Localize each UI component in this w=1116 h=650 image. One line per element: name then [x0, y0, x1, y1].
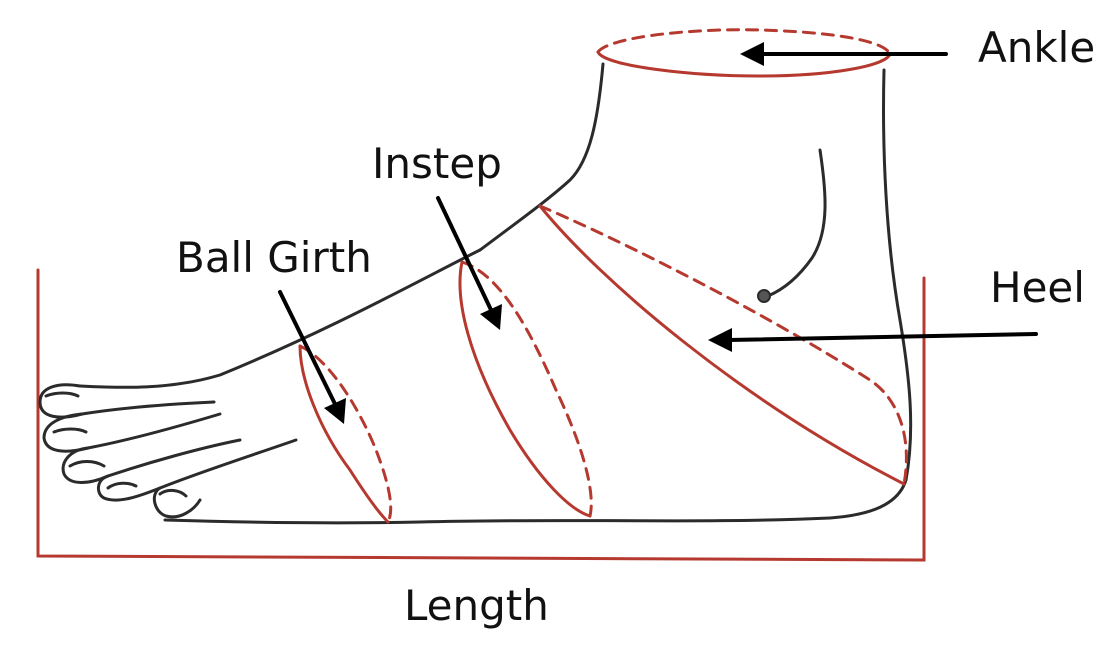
toes — [40, 385, 296, 517]
heel-arrow-head — [708, 328, 732, 352]
ankle-ellipse-back — [598, 30, 890, 54]
ankle-arrow-head — [740, 42, 764, 66]
ankle-bone-dot — [758, 290, 770, 302]
ankle-label: Ankle — [978, 23, 1095, 72]
heel-arrow-shaft — [728, 334, 1036, 340]
little-toe-nail — [160, 490, 186, 496]
second-toe-nail — [54, 429, 86, 432]
instep-measurement — [460, 262, 591, 516]
instep-arrow-shaft — [438, 198, 492, 312]
third-toe-nail — [70, 462, 104, 467]
heel-label: Heel — [990, 263, 1085, 312]
ball-girth-line-back — [300, 346, 391, 522]
big-toe-nail — [46, 393, 78, 396]
length-label: Length — [404, 581, 549, 630]
big-toe — [40, 385, 214, 417]
ball-girth-label: Ball Girth — [176, 233, 372, 282]
instep-label: Instep — [372, 139, 502, 188]
ball-girth-line-front — [300, 346, 388, 522]
instep-line-front — [460, 262, 590, 516]
sole-line — [165, 518, 830, 523]
fourth-toe-nail — [108, 483, 136, 488]
ball-girth-measurement — [300, 346, 391, 522]
ankle-bone-line — [768, 150, 825, 296]
second-toe — [44, 414, 220, 451]
foot-outline — [80, 64, 911, 523]
instep-line-back — [462, 262, 591, 516]
